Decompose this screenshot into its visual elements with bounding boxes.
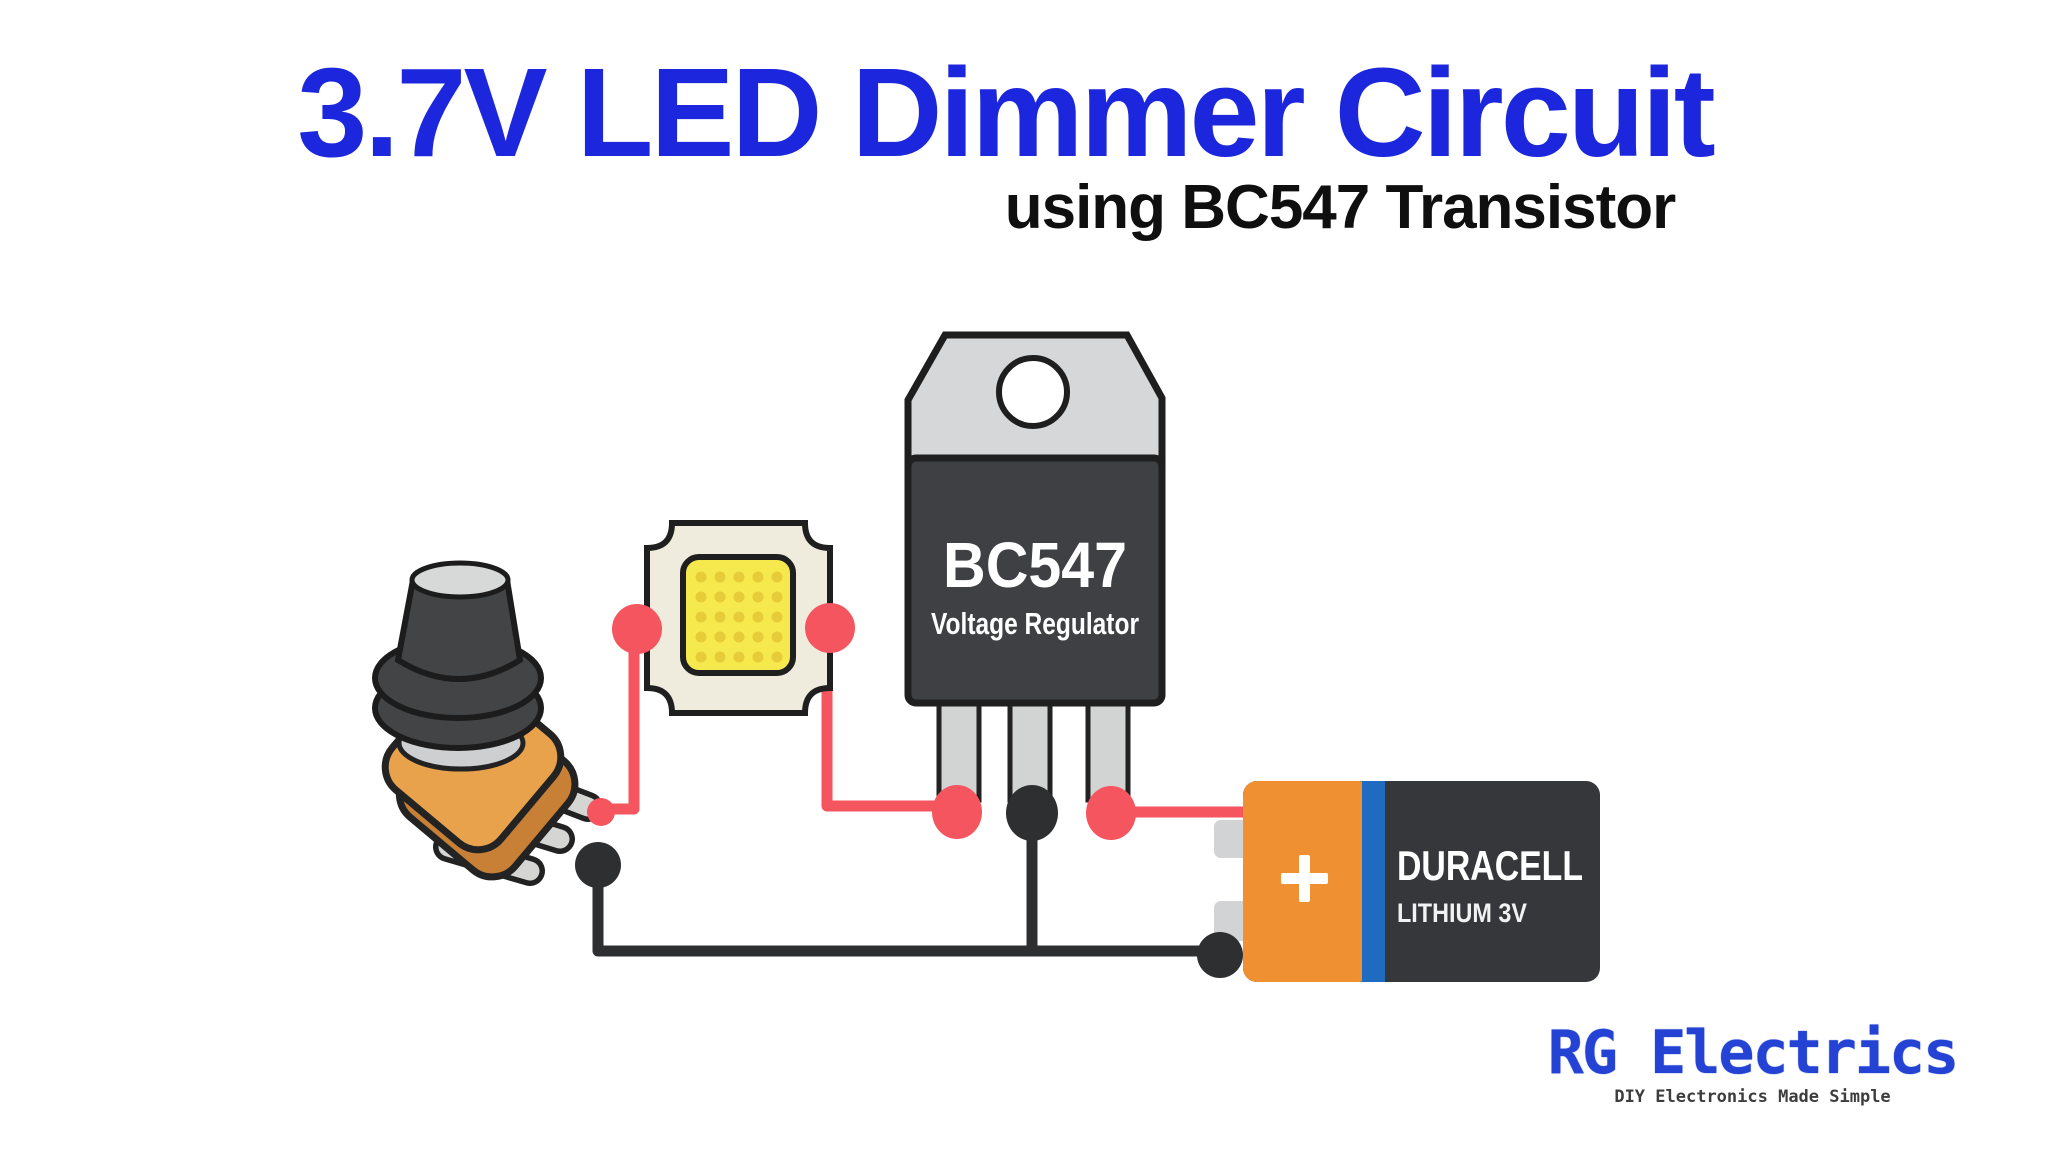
battery-icon: DURACELL LITHIUM 3V <box>1197 781 1600 982</box>
cob-led-icon <box>612 520 855 716</box>
battery-ground-node <box>1197 932 1243 978</box>
pot-ground-node <box>575 842 621 888</box>
transistor-leg3-node <box>1086 786 1136 840</box>
potentiometer-icon <box>372 560 603 886</box>
pot-signal-node <box>587 798 615 826</box>
transistor-leg1-node <box>932 785 982 839</box>
ground-wires <box>592 812 1226 957</box>
transistor-leg2-node <box>1006 785 1058 841</box>
plus-icon <box>1281 855 1328 902</box>
mounting-hole <box>996 355 1070 429</box>
transistor-label: Voltage Regulator <box>931 606 1139 641</box>
battery-type: LITHIUM 3V <box>1397 898 1527 928</box>
transistor-icon: BC547 Voltage Regulator <box>904 331 1166 841</box>
page-subtitle: using BC547 Transistor <box>1004 173 1677 242</box>
brand-tagline: DIY Electronics Made Simple <box>1614 1087 1891 1107</box>
brand-logo-text: RG Electrics <box>1547 1018 1959 1088</box>
led-left-terminal <box>612 604 662 654</box>
led-right-terminal <box>805 603 855 653</box>
page-title: 3.7V LED Dimmer Circuit <box>297 42 1715 183</box>
brand-logo: RG Electrics DIY Electronics Made Simple <box>1535 1022 1970 1107</box>
battery-brand: DURACELL <box>1397 842 1583 889</box>
led-emitter-dots <box>695 571 783 663</box>
transistor-part-number: BC547 <box>943 529 1127 601</box>
battery-blue-stripe <box>1362 781 1385 982</box>
